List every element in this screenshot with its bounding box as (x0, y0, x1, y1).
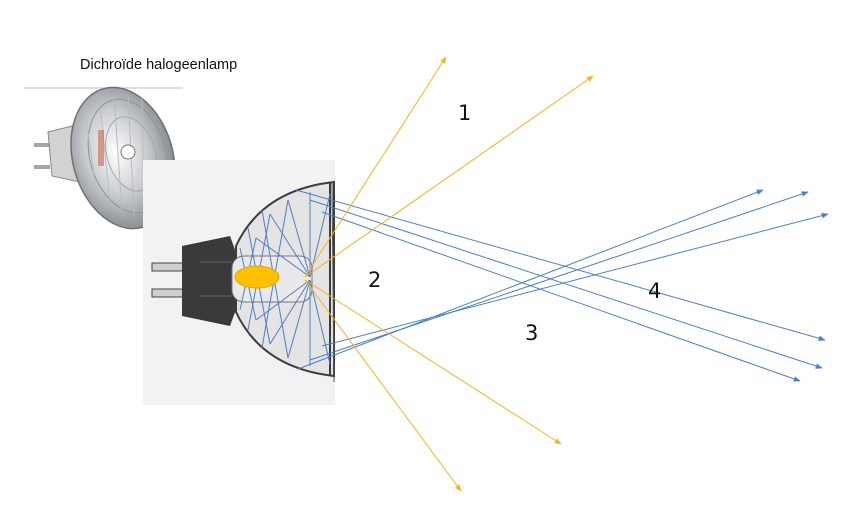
region-label-3: 3 (525, 321, 538, 345)
reflected-ray-4 (297, 189, 764, 370)
filament-icon (234, 265, 280, 289)
direct-rays (304, 56, 594, 492)
halogen-lamp-photo-icon (34, 86, 176, 230)
direct-ray-1 (304, 56, 447, 278)
direct-ray-4 (304, 279, 462, 492)
reflected-ray-2 (309, 199, 823, 369)
reflected-ray-5 (309, 191, 809, 361)
reflected-rays (295, 189, 829, 382)
region-label-4: 4 (648, 279, 661, 303)
region-label-2: 2 (368, 268, 381, 292)
direct-ray-3 (304, 279, 562, 445)
region-label-1: 1 (458, 101, 471, 125)
lamp-caption: Dichroïde halogeenlamp (80, 57, 238, 73)
direct-ray-2 (304, 75, 594, 278)
reflected-ray-1 (295, 189, 826, 341)
reflected-ray-3 (321, 211, 801, 382)
reflected-ray-6 (321, 212, 829, 347)
